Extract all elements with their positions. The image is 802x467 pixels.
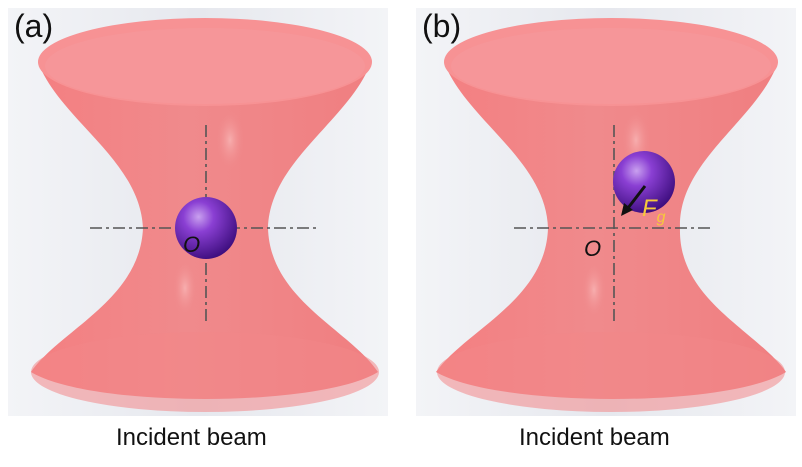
panel-b-canvas: Fg O <box>416 8 796 416</box>
particle <box>613 151 675 213</box>
beam-bottom-shade <box>437 332 785 412</box>
panel-a-canvas: O <box>8 8 388 416</box>
caption-b: Incident beam <box>519 424 670 451</box>
beam-glow-upper <box>216 110 244 170</box>
beam-glow-lower <box>173 260 197 316</box>
force-label: Fg <box>642 195 666 226</box>
beam-bottom-shade <box>31 332 379 412</box>
force-label-main: F <box>642 195 658 222</box>
beam-body <box>436 62 786 399</box>
force-arrow-shaft <box>626 185 647 209</box>
particle <box>175 197 237 259</box>
panel-label-a: (a) <box>14 8 54 44</box>
force-label-subscript: g <box>657 209 666 226</box>
panel-a: O (a) Incident beam <box>0 0 395 467</box>
panel-b: Fg O (b) Incident beam <box>408 0 802 467</box>
panel-label-b: (b) <box>422 8 462 44</box>
origin-label: O <box>584 236 601 261</box>
caption-a: Incident beam <box>116 424 267 451</box>
beam-glow-lower <box>582 262 606 318</box>
beam-top-inner <box>451 28 771 104</box>
beam-top-inner <box>45 28 365 104</box>
origin-label: O <box>183 232 200 257</box>
force-arrow-head <box>621 203 633 216</box>
